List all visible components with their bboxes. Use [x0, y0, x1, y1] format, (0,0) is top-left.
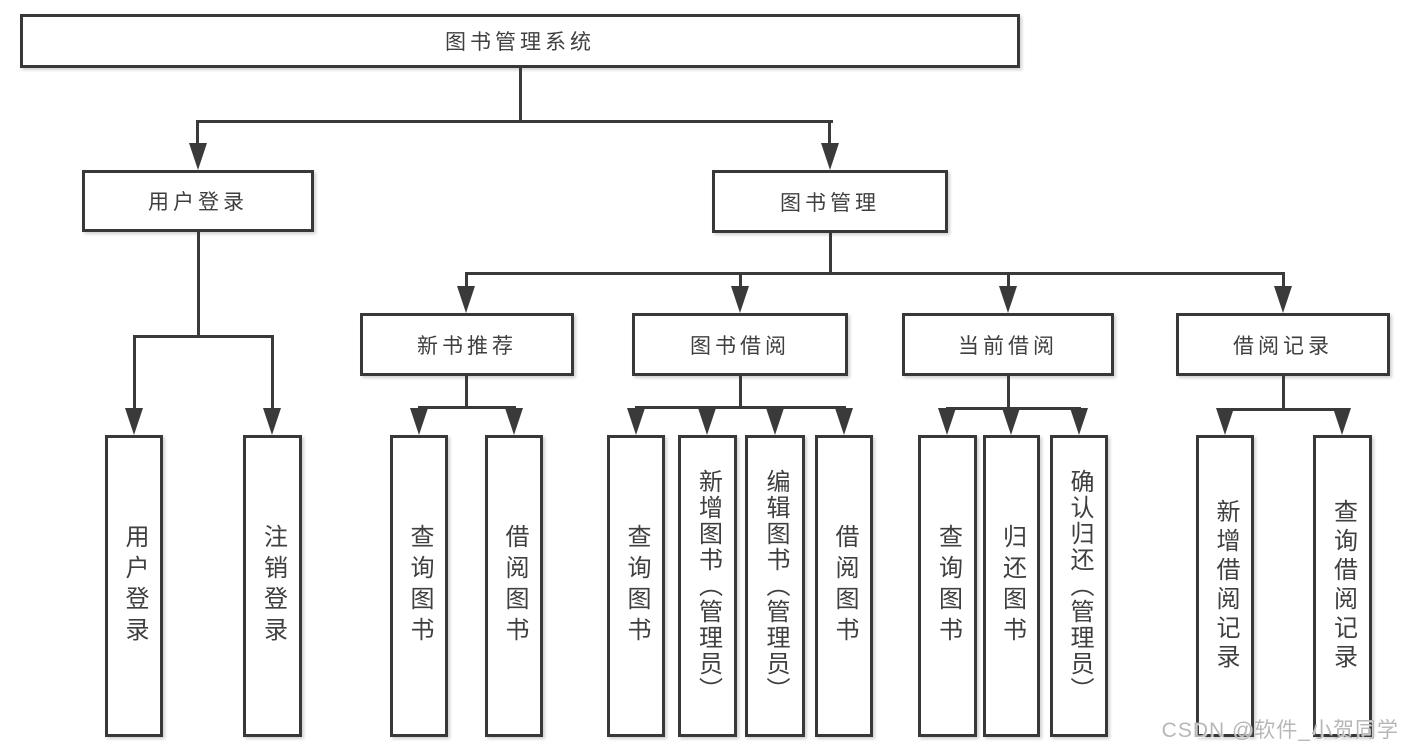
- connector-line: [739, 376, 742, 409]
- node-root-label: 图书管理系统: [445, 31, 595, 54]
- connector-line: [1224, 408, 1344, 411]
- leaf-logout-label: 注销登录: [259, 524, 287, 648]
- connector-line: [465, 376, 468, 409]
- leaf-query-borrow-record: 查询借阅记录: [1313, 435, 1372, 737]
- leaf-query-book-borrow-label: 查询图书: [623, 524, 650, 648]
- leaf-borrow-book-recommend-label: 借阅图书: [501, 524, 528, 648]
- node-book-management: 图书管理: [712, 170, 948, 233]
- connector-line: [197, 120, 833, 123]
- node-new-book-recommend: 新书推荐: [360, 313, 574, 376]
- leaf-logout: 注销登录: [243, 435, 302, 737]
- node-user-login-label: 用户登录: [148, 191, 248, 214]
- node-root: 图书管理系统: [20, 14, 1020, 68]
- leaf-user-login-label: 用户登录: [121, 524, 148, 648]
- leaf-query-book-current-label: 查询图书: [934, 524, 962, 648]
- leaf-add-book-admin-label: 新增图书（管理员）: [694, 469, 722, 703]
- connector-line: [133, 335, 274, 338]
- leaf-confirm-return-admin: 确认归还（管理员）: [1050, 435, 1108, 737]
- arrow-down-icon: [1002, 408, 1020, 435]
- connector-line: [271, 335, 274, 411]
- leaf-add-book-admin: 新增图书（管理员）: [678, 435, 737, 737]
- connector-line: [1007, 376, 1010, 410]
- arrow-down-icon: [698, 408, 716, 435]
- node-borrow-records: 借阅记录: [1176, 313, 1390, 376]
- leaf-query-book-current: 查询图书: [918, 435, 977, 737]
- arrow-down-icon: [938, 408, 956, 435]
- leaf-query-book-recommend: 查询图书: [390, 435, 448, 737]
- leaf-return-book: 归还图书: [983, 435, 1040, 737]
- arrow-down-icon: [999, 286, 1017, 313]
- node-current-borrowing-label: 当前借阅: [958, 334, 1058, 358]
- leaf-add-borrow-record-label: 新增借阅记录: [1212, 499, 1239, 673]
- connector-line: [829, 233, 832, 275]
- leaf-borrow-book: 借阅图书: [815, 435, 873, 737]
- arrow-down-icon: [821, 143, 839, 170]
- leaf-edit-book-admin: 编辑图书（管理员）: [745, 435, 805, 737]
- leaf-borrow-book-label: 借阅图书: [831, 524, 858, 648]
- connector-line: [1007, 272, 1010, 288]
- connector-line: [1282, 272, 1285, 288]
- node-borrow-records-label: 借阅记录: [1233, 334, 1333, 358]
- arrow-down-icon: [410, 408, 428, 435]
- leaf-return-book-label: 归还图书: [998, 524, 1026, 648]
- node-book-borrowing-label: 图书借阅: [690, 334, 790, 358]
- node-book-borrowing: 图书借阅: [632, 313, 848, 376]
- arrow-down-icon: [505, 408, 523, 435]
- connector-line: [418, 406, 516, 409]
- arrow-down-icon: [189, 143, 207, 170]
- node-book-management-label: 图书管理: [780, 191, 880, 215]
- connector-line: [1282, 376, 1285, 411]
- arrow-down-icon: [263, 408, 281, 435]
- arrow-down-icon: [835, 408, 853, 435]
- connector-line: [133, 335, 136, 411]
- node-new-book-recommend-label: 新书推荐: [417, 334, 517, 358]
- arrow-down-icon: [1274, 286, 1292, 313]
- arrow-down-icon: [1216, 408, 1234, 435]
- arrow-down-icon: [1070, 408, 1088, 435]
- leaf-query-book-recommend-label: 查询图书: [406, 524, 433, 648]
- connector-line: [197, 232, 200, 338]
- connector-line: [635, 406, 846, 409]
- leaf-query-book-borrow: 查询图书: [607, 435, 665, 737]
- arrow-down-icon: [457, 286, 475, 313]
- arrow-down-icon: [125, 408, 143, 435]
- leaf-confirm-return-admin-label: 确认归还（管理员）: [1066, 469, 1093, 703]
- connector-line: [196, 120, 199, 147]
- leaf-query-borrow-record-label: 查询借阅记录: [1329, 499, 1357, 673]
- leaf-borrow-book-recommend: 借阅图书: [485, 435, 543, 737]
- connector-line: [739, 272, 742, 288]
- leaf-add-borrow-record: 新增借阅记录: [1196, 435, 1254, 737]
- arrow-down-icon: [627, 408, 645, 435]
- connector-line: [519, 68, 522, 123]
- node-user-login: 用户登录: [82, 170, 314, 232]
- arrow-down-icon: [731, 286, 749, 313]
- connector-line: [465, 272, 468, 288]
- leaf-user-login: 用户登录: [105, 435, 163, 737]
- connector-line: [465, 272, 1284, 275]
- connector-line: [828, 120, 831, 147]
- arrow-down-icon: [1333, 408, 1351, 435]
- arrow-down-icon: [766, 408, 784, 435]
- leaf-edit-book-admin-label: 编辑图书（管理员）: [762, 469, 789, 703]
- node-current-borrowing: 当前借阅: [902, 313, 1114, 376]
- watermark: CSDN @软件_小贺同学: [1161, 719, 1399, 742]
